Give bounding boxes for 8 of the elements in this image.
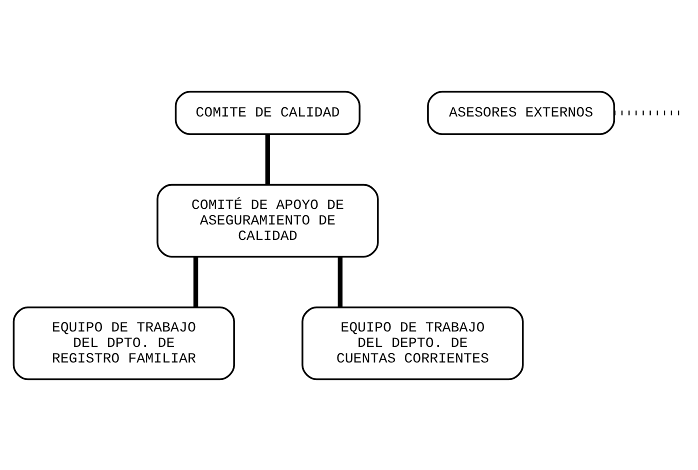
node-box: COMITÉ DE APOYO DE ASEGURAMIENTO DE CALIDAD xyxy=(156,183,379,258)
node-box: ASESORES EXTERNOS xyxy=(427,90,616,135)
node-box: COMITE DE CALIDAD xyxy=(174,90,360,135)
connector xyxy=(338,256,343,307)
connector xyxy=(265,134,270,184)
node-box: EQUIPO DE TRABAJO DEL DEPTO. DE CUENTAS CORRIENTES xyxy=(302,306,524,380)
connector xyxy=(193,256,198,307)
node-box: EQUIPO DE TRABAJO DEL DPTO. DE REGISTRO FAMILIAR xyxy=(12,306,235,380)
